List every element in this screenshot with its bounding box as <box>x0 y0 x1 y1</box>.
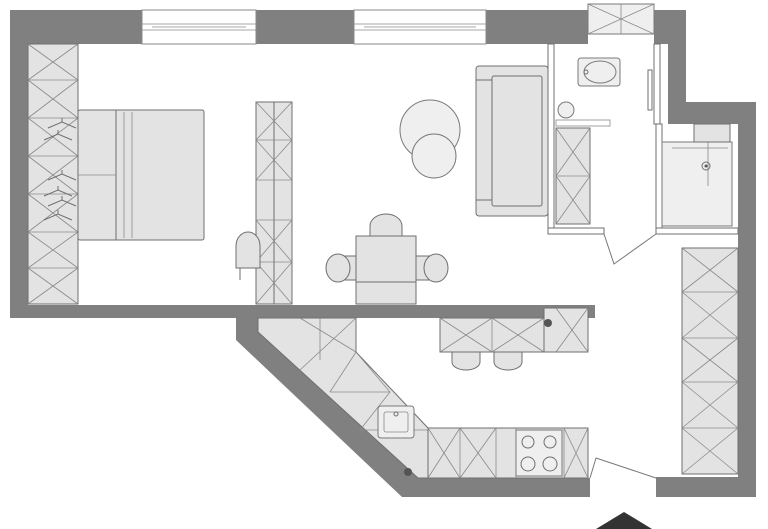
bar-stool-1 <box>451 351 481 371</box>
wall-top-left <box>10 10 142 44</box>
wall-left <box>10 10 28 316</box>
hangers-icon <box>43 118 77 221</box>
entrance-arrow-icon <box>596 512 652 529</box>
wall-shower-partition <box>655 123 663 235</box>
sofa <box>475 65 549 217</box>
wall-bath-partition <box>547 43 555 235</box>
wardrobe <box>27 43 79 305</box>
wall-bath-bottom <box>547 227 605 235</box>
wall-living-bottom <box>10 305 595 318</box>
bathroom-door <box>603 233 657 265</box>
round-tables <box>399 99 461 179</box>
wall-bottom-right <box>656 477 756 497</box>
wall-far-right <box>738 102 756 497</box>
entrance-door <box>589 457 657 479</box>
chair-top <box>369 213 403 237</box>
dining-set <box>325 213 449 305</box>
wall-shower-bottom <box>655 227 739 235</box>
wall-kitchen-diagonal <box>236 318 590 497</box>
wall-bath-right <box>668 10 686 122</box>
hall-wardrobe <box>681 247 739 475</box>
washbasin <box>557 101 575 119</box>
wall-jog <box>668 102 738 124</box>
bar-stool-2 <box>493 351 523 371</box>
diagonal-counter <box>257 317 429 479</box>
wall-top-pier <box>256 10 354 44</box>
sink-icon <box>377 405 415 439</box>
wall-bath-inner <box>653 43 661 125</box>
wall-top-right <box>486 10 588 44</box>
shelf-partition <box>235 101 293 305</box>
windows <box>141 3 655 45</box>
bathroom <box>555 57 733 227</box>
kitchen <box>257 307 589 479</box>
bed <box>77 109 205 241</box>
doors <box>589 233 657 479</box>
shower-icon <box>661 141 733 227</box>
toilet-icon <box>577 57 621 87</box>
chair-left <box>235 231 261 269</box>
stove-icon <box>515 429 563 477</box>
